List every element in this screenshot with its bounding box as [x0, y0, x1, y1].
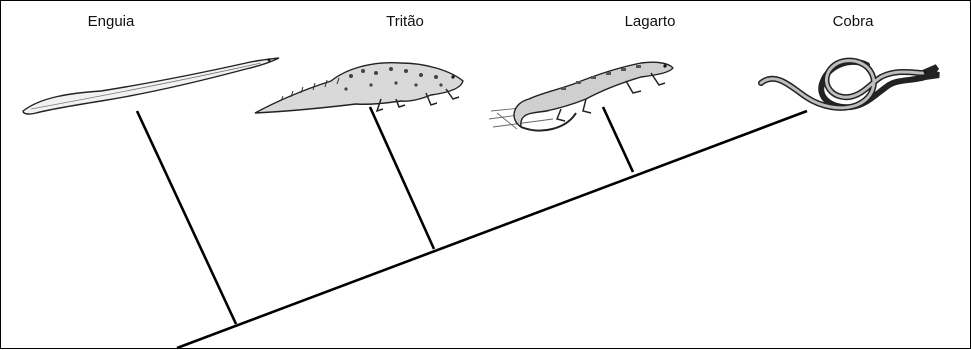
branch-lagarto: [603, 107, 633, 172]
branch-tritao: [370, 107, 434, 249]
lizard-icon: [489, 62, 673, 130]
branch-enguia: [137, 111, 236, 324]
cladogram-trunk: [177, 111, 807, 348]
taxon-label-tritao: Tritão: [386, 13, 424, 30]
eel-icon: [23, 58, 279, 114]
snake-icon: [761, 61, 939, 108]
taxon-label-enguia: Enguia: [88, 13, 135, 30]
newt-icon: [255, 63, 463, 113]
taxon-label-cobra: Cobra: [833, 13, 874, 30]
taxon-label-lagarto: Lagarto: [625, 13, 676, 30]
